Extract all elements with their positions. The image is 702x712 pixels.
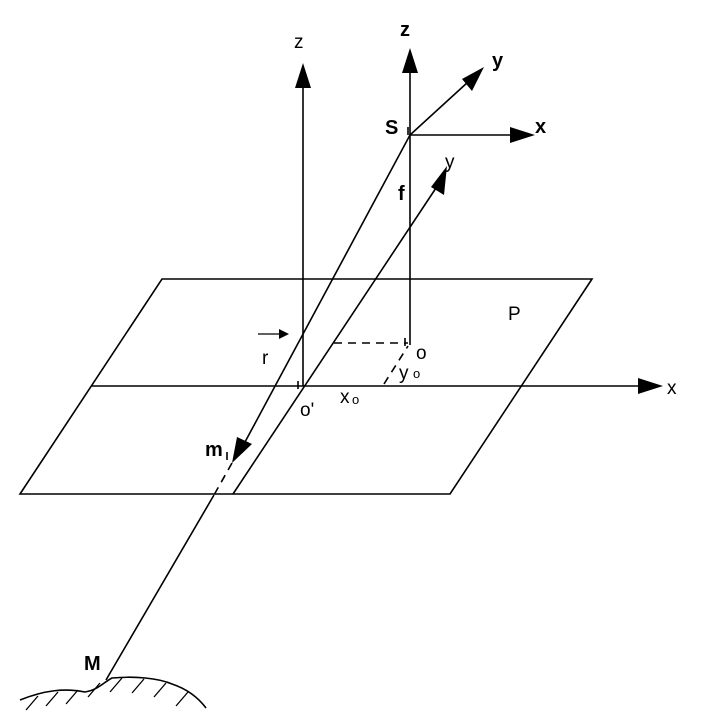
z-axis-right-arrowhead — [402, 48, 418, 73]
ground-hatch — [25, 677, 189, 711]
label-o: o — [416, 343, 427, 364]
s-y-axis-arrowhead — [462, 67, 484, 91]
label-y0-sub: o — [413, 366, 420, 381]
label-p: P — [508, 304, 521, 325]
label-r: r — [262, 348, 269, 369]
label-m-big: M — [84, 653, 101, 675]
s-x-axis-arrowhead — [510, 127, 535, 143]
label-z-left: z — [294, 32, 304, 53]
ground-terrain — [19, 676, 207, 709]
x-axis-arrowhead — [638, 378, 663, 394]
label-z-right: z — [400, 19, 410, 41]
y-axis-mid-line — [232, 187, 437, 495]
dashed-y0-offset — [383, 345, 409, 385]
ray-to-ground-m — [105, 494, 215, 681]
image-plane-p — [18, 278, 594, 495]
ray-dashed-through-plane — [213, 462, 233, 496]
label-s: S — [385, 117, 398, 139]
s-y-axis-line — [409, 81, 469, 136]
y-axis-mid-arrowhead — [431, 166, 447, 195]
z-axis-left-arrowhead — [295, 63, 311, 88]
label-y0-letter: y — [399, 363, 409, 384]
label-y-upper: y — [492, 50, 504, 72]
ray-s-to-m — [244, 134, 411, 443]
label-m-small: m — [205, 439, 223, 461]
label-f: f — [398, 183, 405, 205]
r-vector-arrowhead — [279, 329, 289, 339]
ray-arrowhead-m — [232, 437, 252, 463]
label-x-upper: x — [535, 116, 546, 138]
label-x0-sub: o — [352, 392, 359, 407]
label-x-ground: x — [667, 378, 677, 399]
label-y-mid: y — [445, 152, 455, 173]
label-o-prime: o' — [300, 400, 314, 421]
label-x0-letter: x — [340, 387, 350, 408]
